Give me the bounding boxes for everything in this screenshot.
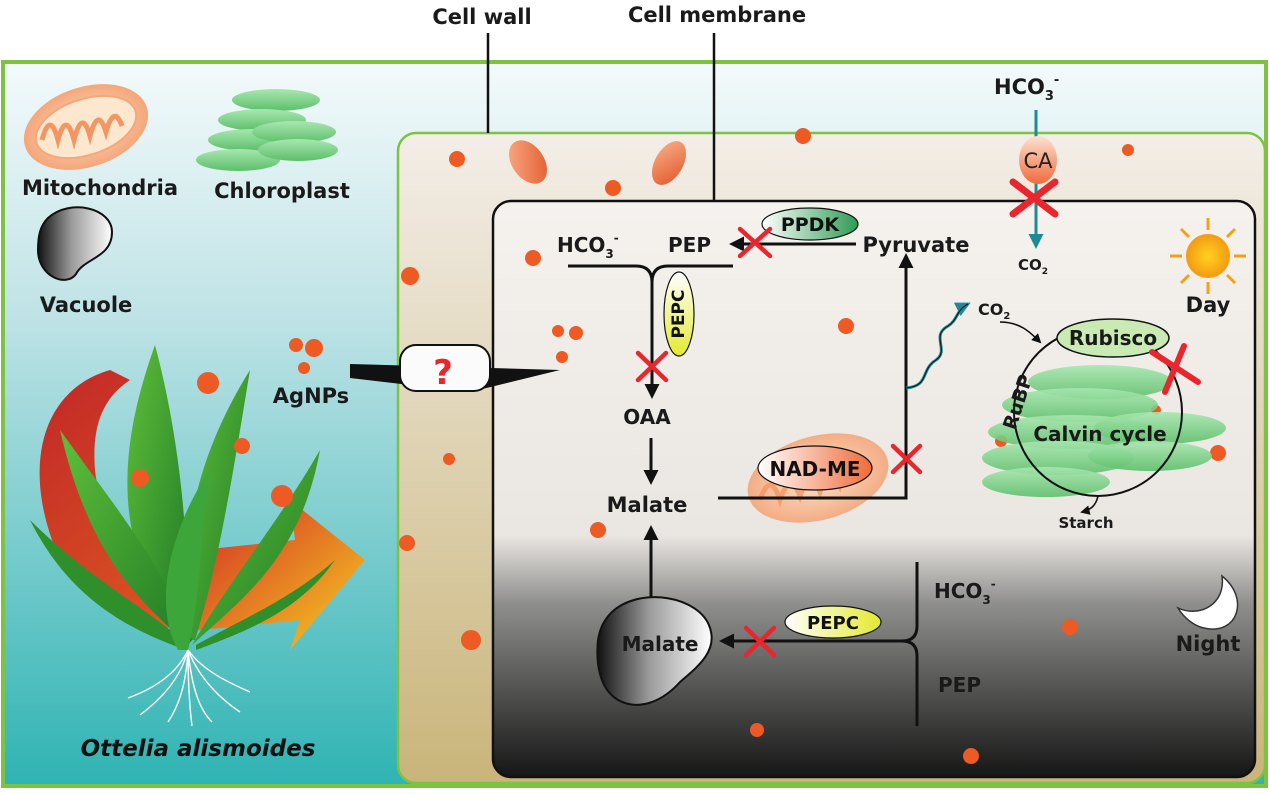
- nad-me-label: NAD-ME: [769, 457, 860, 481]
- pep-night-label: PEP: [938, 673, 981, 697]
- hco3-night-label: HCO3-: [934, 577, 996, 607]
- agnps-icon: [289, 338, 323, 374]
- chloroplast-icon: [196, 89, 338, 171]
- mitochondria-icon: [23, 84, 149, 170]
- chloroplast-label: Chloroplast: [214, 179, 350, 203]
- calvin-chloroplast-icon: [982, 365, 1226, 497]
- plant-icon: [30, 345, 335, 650]
- cell-wall-label: Cell wall: [432, 5, 531, 29]
- species-label: Ottelia alismoides: [81, 736, 316, 762]
- pepc-day-label: PEPC: [669, 289, 689, 338]
- oaa-label: OAA: [623, 405, 671, 429]
- ppdk-enzyme: [761, 207, 859, 241]
- sun-icon: [1170, 218, 1246, 294]
- ca-inhibition-x-icon: [1009, 178, 1059, 218]
- rubisco-inhibition-x-icon: [1149, 343, 1201, 395]
- rubisco-label: Rubisco: [1069, 326, 1157, 350]
- co2-calvin-label: CO2: [978, 300, 1010, 322]
- roots-icon: [127, 649, 251, 727]
- nanoparticle-ellipse: [651, 141, 687, 185]
- malate-to-pyruvate-arrow: [718, 253, 914, 500]
- unknown-pathway-box: [399, 344, 491, 392]
- malate-vacuole-label: Malate: [622, 632, 699, 656]
- ppdk-inhibition-x-icon: [737, 226, 773, 259]
- pepc-night-enzyme: [784, 605, 882, 639]
- starch-arrow: [1080, 495, 1099, 515]
- mitochondria-label: Mitochondria: [22, 176, 178, 200]
- vacuole-label: Vacuole: [40, 293, 133, 317]
- agnps-label: AgNPs: [273, 384, 349, 408]
- plant-swoosh-icon: [39, 370, 365, 650]
- ppdk-label: PPDK: [781, 214, 841, 236]
- pep-day-label: PEP: [668, 233, 711, 257]
- starch-label: Starch: [1058, 514, 1113, 532]
- nanoparticle-dots: [131, 128, 1226, 764]
- co2-to-cycle-arrow: [999, 321, 1042, 344]
- day-label: Day: [1186, 293, 1231, 317]
- nanoparticle-ellipse: [508, 140, 548, 184]
- co2-top-label: CO2: [1018, 256, 1048, 277]
- rubisco-enzyme: [1056, 318, 1170, 358]
- ca-label: CA: [1023, 149, 1053, 173]
- ca-enzyme: [1019, 136, 1057, 184]
- cell-membrane-label: Cell membrane: [628, 3, 806, 27]
- pyruvate-label: Pyruvate: [863, 233, 970, 257]
- night-junction-line-lower: [901, 639, 919, 726]
- vacuole-icon: [36, 206, 114, 281]
- night-vacuole-icon: [596, 596, 713, 706]
- nad-me-inhibition-x-icon: [890, 443, 923, 475]
- hco3-day-label: HCO3-: [557, 231, 619, 261]
- pepc-night-inhibition-x-icon: [743, 625, 777, 658]
- pepc-night-label: PEPC: [807, 613, 859, 634]
- pepc-day-inhibition-x-icon: [635, 350, 669, 383]
- moon-icon: [1176, 574, 1239, 630]
- night-label: Night: [1176, 632, 1241, 656]
- nad-me-enzyme: [757, 445, 873, 491]
- pepc-day-enzyme: [663, 271, 695, 357]
- pepc-junction-line-right: [650, 264, 733, 283]
- calvin-cycle-label: Calvin cycle: [1033, 422, 1166, 446]
- malate-day-label: Malate: [607, 493, 688, 517]
- co2-release-arrow-inner: [905, 303, 969, 389]
- hco3-outside-label: HCO3-: [994, 73, 1059, 104]
- question-mark: ?: [433, 353, 453, 393]
